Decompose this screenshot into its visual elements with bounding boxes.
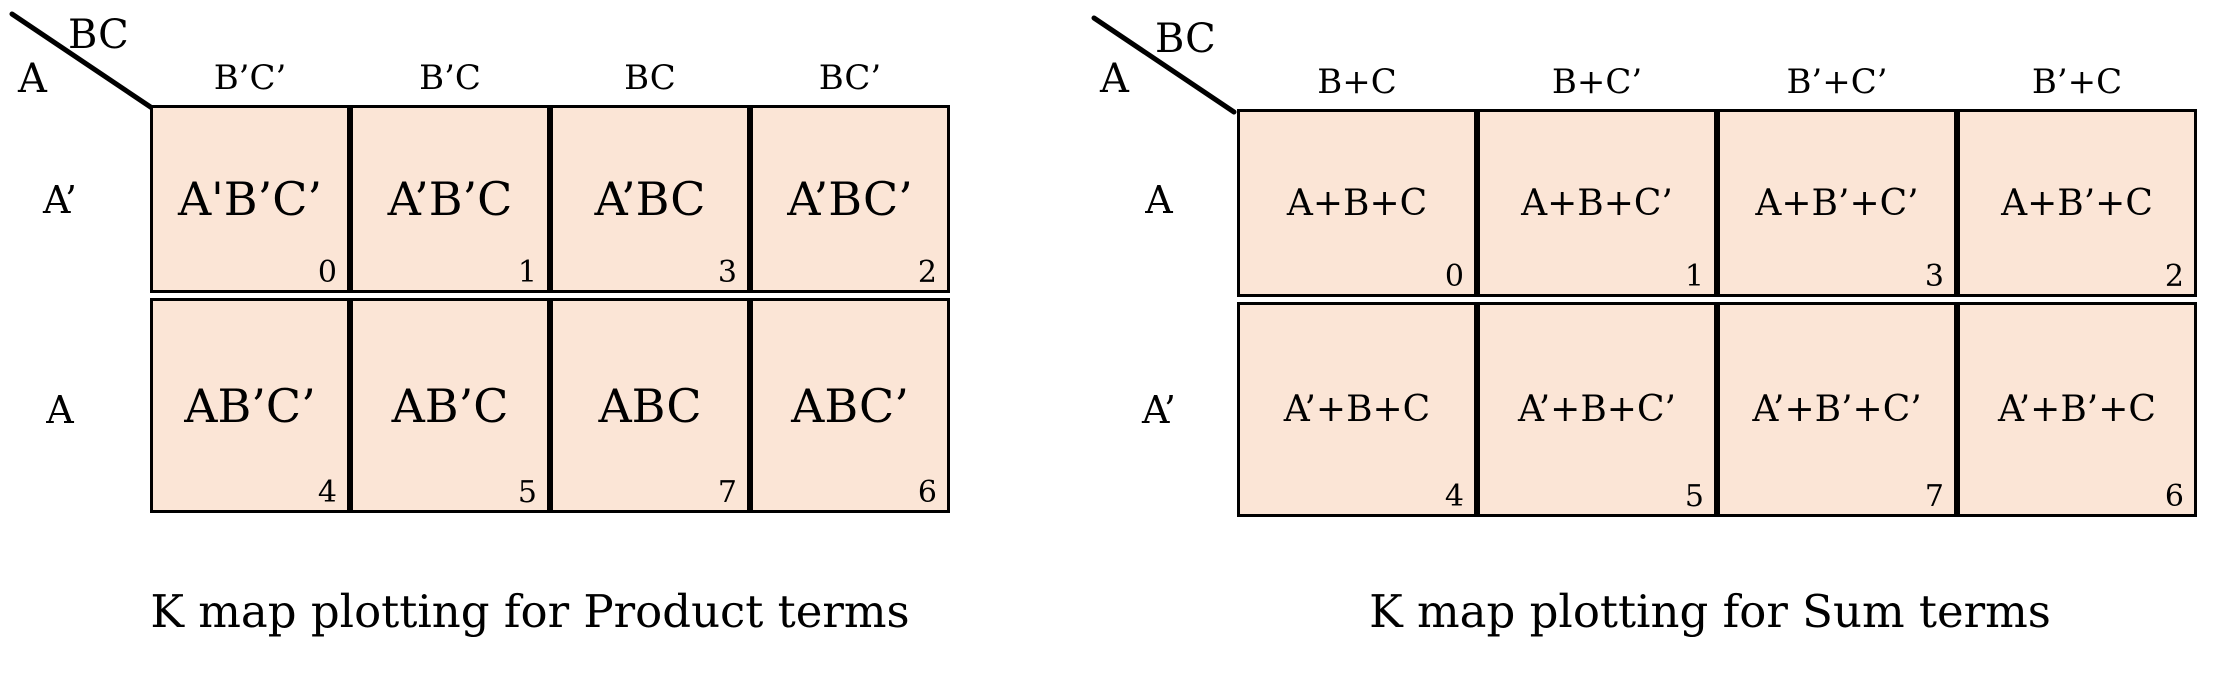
cell-index: 3 — [1924, 259, 1944, 294]
kmap-row: AB’C’ 4 AB’C 5 ABC 7 ABC’ 6 — [150, 298, 950, 513]
kmap-cell: A’BC 3 — [550, 105, 750, 293]
row-header: A — [46, 388, 74, 432]
cell-index: 4 — [1444, 479, 1464, 514]
column-header: BC’ — [818, 58, 882, 98]
cell-term: A+B’+C — [2001, 182, 2153, 224]
cell-term: A’+B+C — [1283, 389, 1431, 430]
row-header: A — [1145, 178, 1173, 222]
column-headers: B’C’ B’C BC BC’ — [150, 58, 950, 100]
kmap-cell: A’+B+C 4 — [1237, 302, 1477, 517]
cell-term: A’B’C — [387, 172, 513, 226]
column-header: B+C’ — [1551, 62, 1643, 102]
cell-index: 7 — [717, 475, 737, 510]
kmap-cell: A’+B’+C’ 7 — [1717, 302, 1957, 517]
cell-term: A’+B’+C — [1998, 389, 2156, 430]
cell-index: 6 — [917, 475, 937, 510]
cell-index: 5 — [517, 475, 537, 510]
cell-index: 0 — [1444, 259, 1464, 294]
corner-label-column-vars: BC — [1155, 16, 1216, 62]
kmap-cell: A+B+C 0 — [1237, 109, 1477, 297]
row-header: A’ — [1142, 388, 1176, 432]
cell-index: 3 — [717, 255, 737, 290]
kmap-cell: A’+B+C’ 5 — [1477, 302, 1717, 517]
cell-index: 6 — [2164, 479, 2184, 514]
cell-term: AB’C’ — [184, 378, 316, 433]
cell-index: 4 — [317, 475, 337, 510]
column-header: B’C’ — [213, 58, 287, 98]
cell-index: 2 — [2164, 259, 2184, 294]
column-header: B’C — [419, 58, 481, 98]
kmap-cell: AB’C’ 4 — [150, 298, 350, 513]
kmap-cell: A’BC’ 2 — [750, 105, 950, 293]
cell-term: A’+B+C’ — [1518, 389, 1676, 430]
cell-term: ABC’ — [791, 378, 909, 433]
column-header: B’+C — [2031, 62, 2123, 102]
kmap-cell: A'B’C’ 0 — [150, 105, 350, 293]
caption-product-map: K map plotting for Product terms — [150, 585, 910, 638]
cell-term: A+B’+C’ — [1755, 182, 1919, 224]
cell-index: 0 — [317, 255, 337, 290]
cell-index: 7 — [1924, 479, 1944, 514]
kmap-row: A’+B+C 4 A’+B+C’ 5 A’+B’+C’ 7 A’+B’+C 6 — [1237, 302, 2197, 517]
cell-term: AB’C — [391, 378, 509, 433]
corner-diagonal-line — [1091, 15, 1237, 115]
column-header: B’+C’ — [1786, 62, 1888, 102]
kmap-cell: ABC 7 — [550, 298, 750, 513]
cell-term: A’+B’+C’ — [1752, 389, 1922, 430]
cell-term: A’BC — [594, 172, 706, 226]
cell-term: ABC — [598, 378, 702, 433]
cell-index: 1 — [517, 255, 537, 290]
kmap-cell: A+B’+C 2 — [1957, 109, 2197, 297]
row-header: A’ — [43, 178, 77, 222]
column-header: BC — [624, 58, 676, 98]
cell-term: A+B+C’ — [1521, 182, 1673, 224]
corner-diagonal-line — [9, 11, 155, 111]
corner-label-column-vars: BC — [68, 12, 129, 58]
corner-label-row-var: A — [1100, 56, 1129, 102]
column-headers: B+C B+C’ B’+C’ B’+C — [1237, 62, 2197, 104]
cell-term: A'B’C’ — [177, 172, 323, 226]
kmap-cell: A+B’+C’ 3 — [1717, 109, 1957, 297]
cell-index: 1 — [1684, 259, 1704, 294]
cell-index: 5 — [1684, 479, 1704, 514]
cell-index: 2 — [917, 255, 937, 290]
kmap-grid-product: A'B’C’ 0 A’B’C 1 A’BC 3 A’BC’ 2 AB — [150, 100, 950, 518]
caption-sum-map: K map plotting for Sum terms — [1369, 585, 2051, 638]
kmap-row: A+B+C 0 A+B+C’ 1 A+B’+C’ 3 A+B’+C 2 — [1237, 109, 2197, 297]
kmap-cell: AB’C 5 — [350, 298, 550, 513]
kmap-cell: A+B+C’ 1 — [1477, 109, 1717, 297]
corner-label-row-var: A — [18, 56, 47, 102]
kmap-grid-sum: A+B+C 0 A+B+C’ 1 A+B’+C’ 3 A+B’+C 2 — [1237, 104, 2197, 522]
kmap-cell: ABC’ 6 — [750, 298, 950, 513]
kmap-row: A'B’C’ 0 A’B’C 1 A’BC 3 A’BC’ 2 — [150, 105, 950, 293]
kmap-cell: A’+B’+C 6 — [1957, 302, 2197, 517]
cell-term: A+B+C — [1286, 182, 1428, 224]
cell-term: A’BC’ — [787, 172, 913, 226]
kmap-cell: A’B’C 1 — [350, 105, 550, 293]
column-header: B+C — [1317, 62, 1397, 102]
